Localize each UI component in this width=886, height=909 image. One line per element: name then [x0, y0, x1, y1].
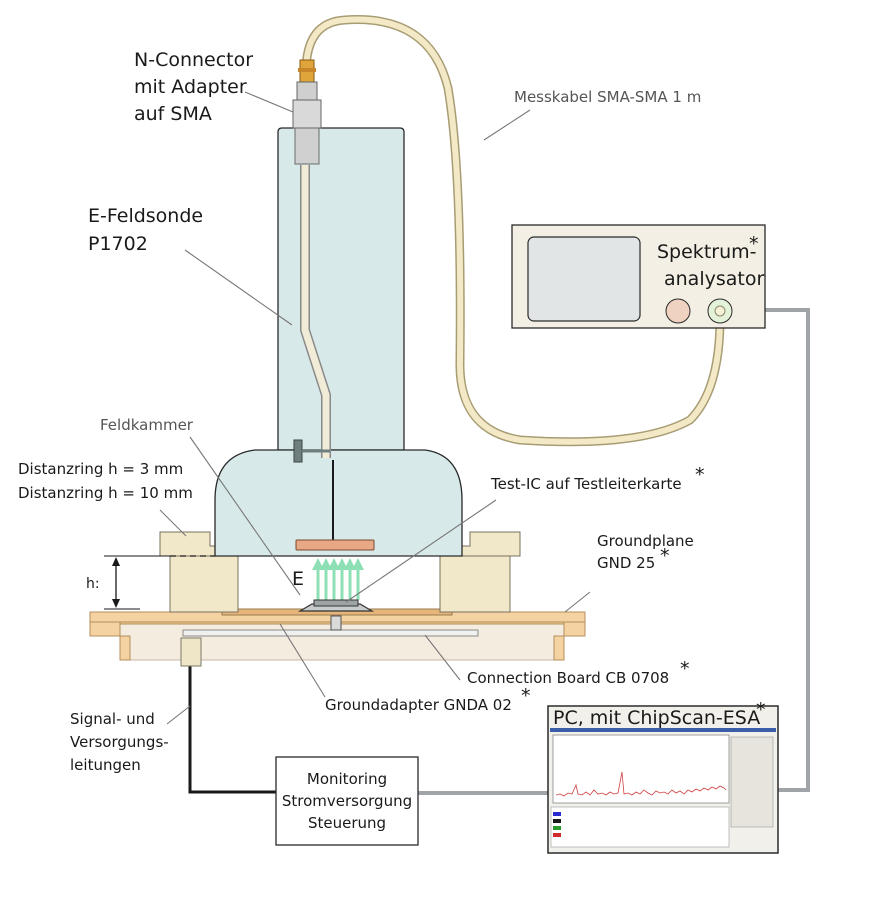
signal-label-1: Signal- und [70, 710, 155, 728]
grey-signal-wires [418, 308, 810, 795]
pc-label: PC, mit ChipScan-ESA [553, 707, 760, 729]
supply-line [188, 665, 276, 794]
height-dimension [104, 555, 215, 610]
e-feldsonde-label-1: E-Feldsonde [88, 205, 203, 227]
groundadapter-label: Groundadapter GNDA 02 [325, 696, 512, 714]
pc-spectrum-trace [555, 771, 727, 797]
n-connector-label-2: mit Adapter [134, 76, 247, 98]
spektrum-asterisk: * [749, 233, 759, 255]
messkabel-label: Messkabel SMA-SMA 1 m [514, 88, 701, 106]
groundplane-label-2: GND 25 [597, 554, 655, 572]
spektrum-label-1: Spektrum- [657, 241, 756, 263]
pc-asterisk: * [756, 699, 766, 721]
distance-ring-right [439, 531, 521, 613]
field-arrow-icon [336, 558, 348, 600]
monitoring-label-1: Monitoring [307, 770, 387, 788]
groundplane-label-1: Groundplane [597, 532, 694, 550]
n-connector-label-3: auf SMA [134, 103, 212, 125]
knob-icon [665, 298, 691, 324]
field-arrows [312, 558, 364, 600]
test-ic [297, 599, 375, 631]
groundadapter-asterisk: * [521, 685, 531, 707]
pc-window [547, 705, 779, 854]
connection-board-asterisk: * [680, 658, 690, 680]
measurement-cable [301, 15, 725, 447]
field-arrow-icon [320, 558, 332, 600]
e-field-probe [214, 127, 463, 557]
spectrum-analyzer [511, 224, 766, 329]
e-field-label: E [292, 568, 304, 590]
analyzer-screen [527, 236, 641, 322]
connection-board-label: Connection Board CB 0708 [467, 669, 669, 687]
pc-plot-area [552, 734, 730, 804]
test-ic-asterisk: * [695, 464, 705, 486]
h-label: h: [86, 576, 100, 592]
signal-label-2: Versorgungs- [70, 733, 169, 751]
groundplane-asterisk: * [660, 545, 670, 567]
field-arrow-icon [344, 558, 356, 600]
distanzring-label-1: Distanzring h = 3 mm [18, 460, 183, 478]
distanzring-label-2: Distanzring h = 10 mm [18, 484, 193, 502]
spektrum-label-2: analysator [664, 268, 764, 290]
monitoring-box [275, 756, 419, 846]
probe-mount [293, 439, 330, 463]
distance-ring-left [159, 531, 239, 613]
e-feldsonde-label-2: P1702 [88, 233, 148, 255]
test-ic-label: Test-IC auf Testleiterkarte [490, 475, 682, 493]
probe-inner-coax [294, 123, 331, 458]
board-connector-block [180, 637, 202, 667]
signal-label-3: leitungen [70, 756, 141, 774]
probe-electrode [295, 539, 375, 551]
feldkammer-label: Feldkammer [100, 416, 194, 434]
field-arrow-icon [352, 558, 364, 600]
monitoring-label-2: Stromversorgung [282, 792, 412, 810]
leader-lines [159, 91, 591, 725]
connection-board [182, 629, 479, 637]
n-connector-label-1: N-Connector [134, 49, 253, 71]
field-arrow-icon [312, 558, 324, 600]
n-connector [292, 59, 322, 129]
monitoring-label-3: Steuerung [308, 814, 386, 832]
field-arrow-icon [328, 558, 340, 600]
